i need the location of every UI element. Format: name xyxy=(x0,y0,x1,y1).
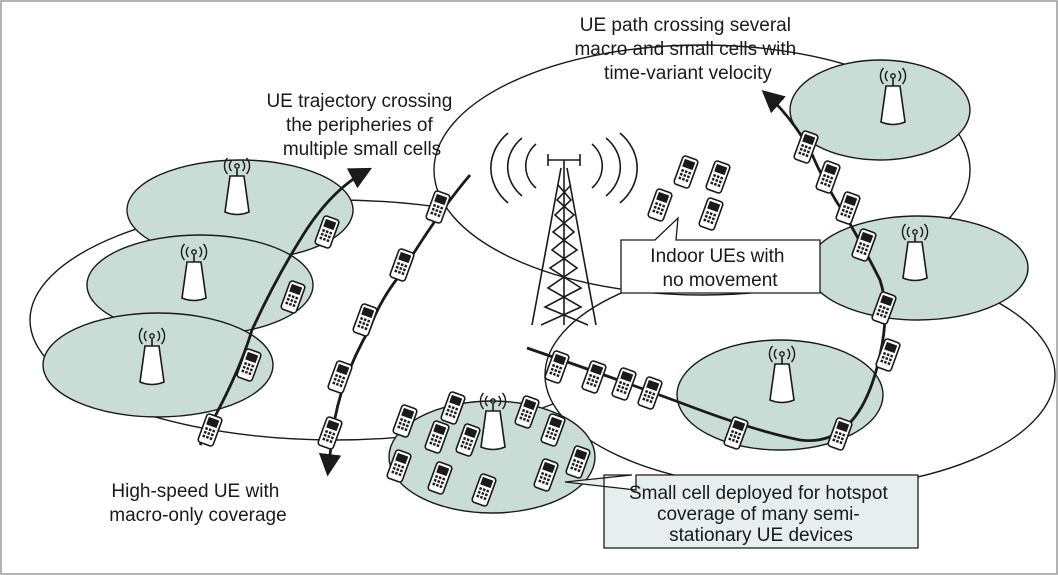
label-line: Indoor UEs with xyxy=(650,246,784,267)
label-line: coverage of many semi- xyxy=(657,504,860,525)
callout-indoor-ues: Indoor UEs with no movement xyxy=(620,216,821,294)
label-line: multiple small cells xyxy=(283,139,441,160)
label-line: time-variant velocity xyxy=(604,63,772,84)
label-ue-path: UE path crossing several macro and small… xyxy=(574,15,801,84)
callout-small-cell-hotspot: Small cell deployed for hotspot coverage… xyxy=(564,474,919,549)
label-line: UE path crossing several xyxy=(580,15,791,36)
svg-text:Small cell deployed for hotspo: Small cell deployed for hotspot coverage… xyxy=(629,483,893,546)
label-line: macro-only coverage xyxy=(109,505,286,526)
svg-text:Indoor UEs with no movem: Indoor UEs with no movement xyxy=(650,246,789,291)
label-line: no movement xyxy=(662,270,778,291)
label-ue-trajectory: UE trajectory crossing the peripheries o… xyxy=(266,91,457,160)
small-cell xyxy=(789,59,971,161)
label-high-speed-ue: High-speed UE with macro-only coverage xyxy=(109,481,286,526)
trajectory-small-cell-peripheries xyxy=(198,167,372,446)
label-line: Small cell deployed for hotspot xyxy=(629,483,888,504)
cell-tower-icon xyxy=(490,132,638,326)
label-line: UE trajectory crossing xyxy=(266,91,452,112)
label-line: High-speed UE with xyxy=(111,481,279,502)
label-line: macro and small cells with xyxy=(574,39,796,60)
label-line: stationary UE devices xyxy=(669,525,853,546)
label-line: the peripheries of xyxy=(286,115,434,136)
